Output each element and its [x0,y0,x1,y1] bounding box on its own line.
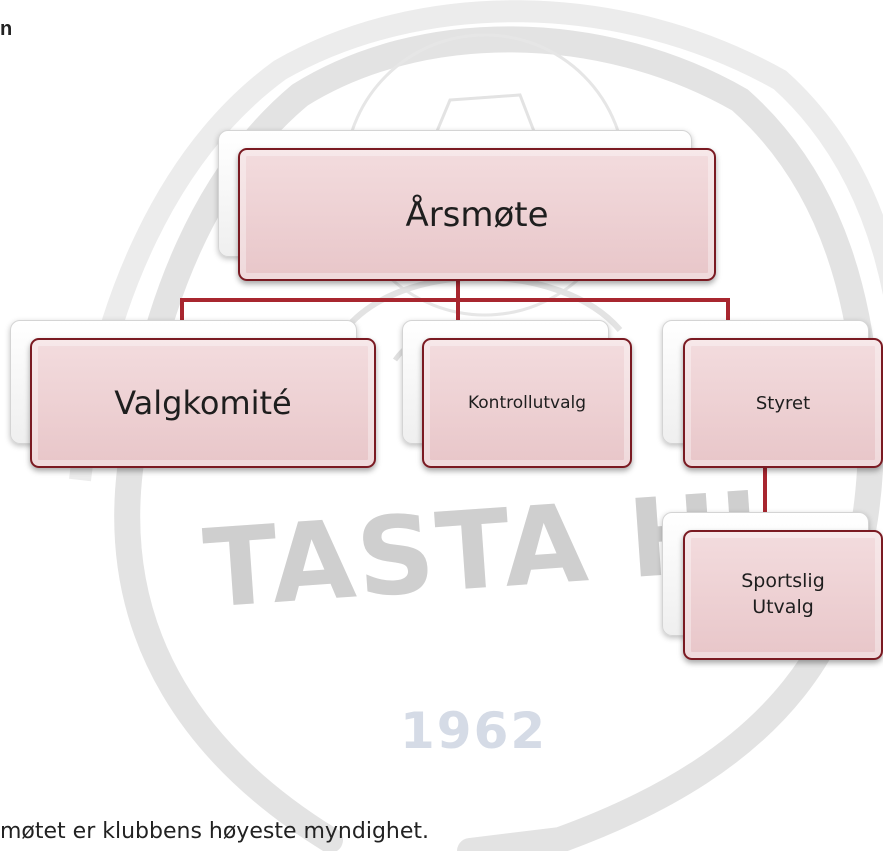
org-node-sportslig-label-line1: Sportslig [741,570,825,593]
connector-horizontal [180,298,728,302]
org-node-valgkomite: Valgkomité [30,338,376,468]
watermark-year: 1962 [400,702,548,760]
heading-fragment: n [0,18,13,40]
org-node-sportslig-label-line2: Utvalg [752,596,814,618]
connector-styret-sub [763,468,767,536]
connector-kontrollutvalg [456,298,460,340]
org-node-kontrollutvalg-label: Kontrollutvalg [467,393,587,413]
org-node-root: Årsmøte [238,148,716,281]
connector-valgkomite [180,298,184,340]
org-node-valgkomite-label: Valgkomité [114,384,292,422]
connector-root-down [456,280,460,300]
org-node-sportslig-utvalg: Sportslig Utvalg [683,530,883,660]
org-node-styret-label: Styret [755,392,811,414]
org-node-styret: Styret [683,338,883,468]
body-text-line: møtet er klubbens høyeste myndighet. [0,819,430,844]
org-node-kontrollutvalg: Kontrollutvalg [422,338,632,468]
connector-styret [726,298,730,340]
org-node-root-label: Årsmøte [405,194,549,235]
